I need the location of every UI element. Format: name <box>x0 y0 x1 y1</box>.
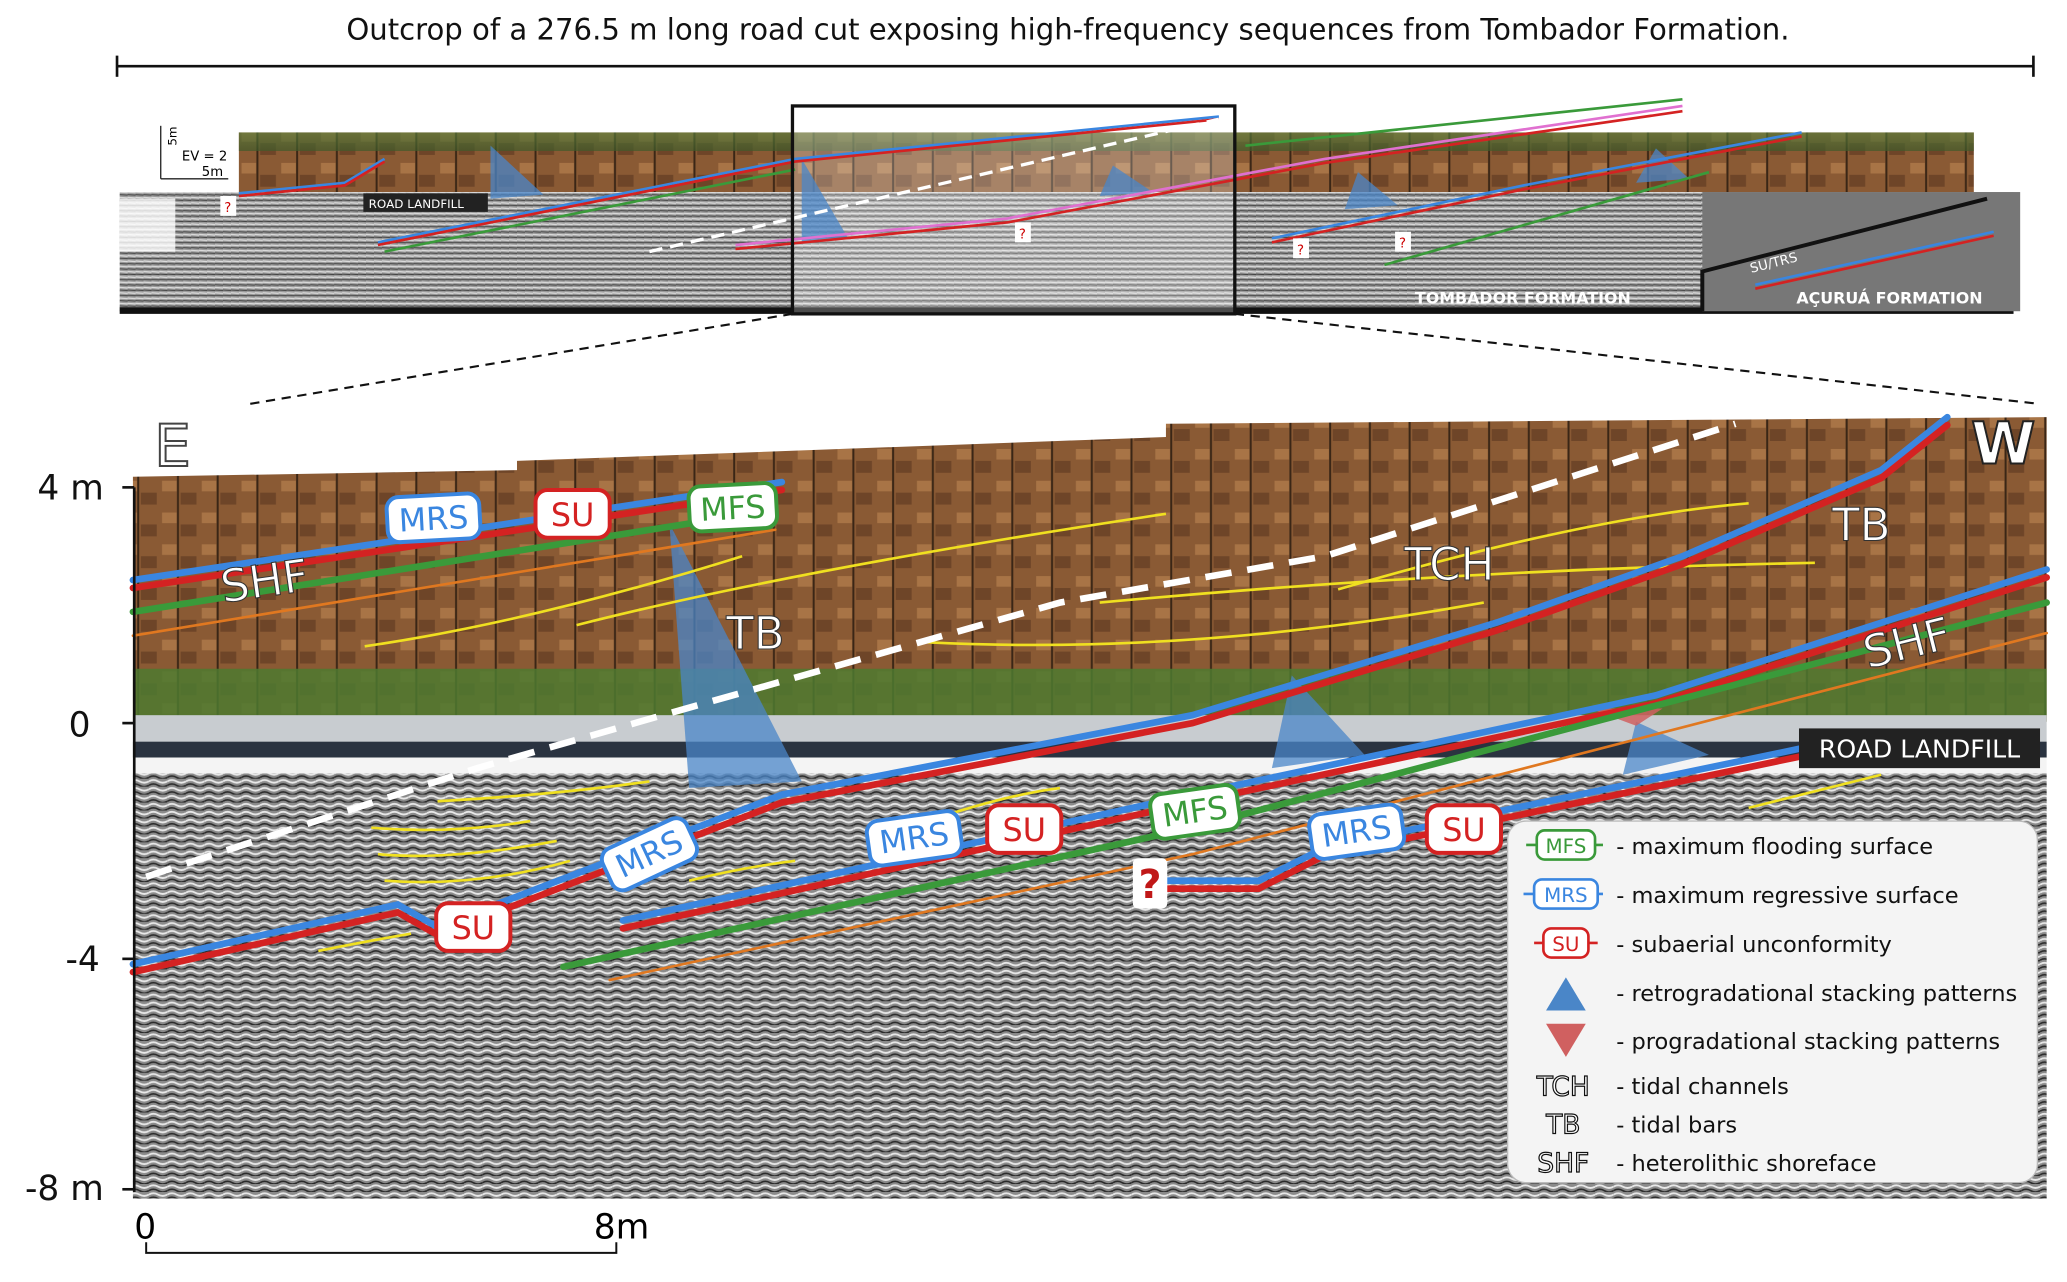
svg-text:SU: SU <box>1442 813 1485 849</box>
road-landfill-label: ROAD LANDFILL <box>1819 735 2020 764</box>
legend-item-mfs: MFS - maximum flooding surface <box>1526 829 1933 861</box>
svg-text:- heterolithic shoreface: - heterolithic shoreface <box>1616 1151 1876 1177</box>
svg-text:MRS: MRS <box>1544 884 1588 907</box>
y-tick-minus4: -4 <box>65 940 99 980</box>
overview-panel: 5m EV = 2 5m ROAD LANDFILL TOMBADOR FORM… <box>119 98 2041 405</box>
y-tick-minus8: -8 m <box>25 1169 104 1209</box>
svg-text:- tidal bars: - tidal bars <box>1616 1112 1737 1138</box>
legend-item-su: SU - subaerial unconformity <box>1534 927 1892 959</box>
legend-item-tch: TCH - tidal channels <box>1535 1071 1789 1103</box>
svg-text:?: ? <box>224 201 231 216</box>
svg-text:5m: 5m <box>202 165 223 180</box>
surface-labels: MRS SU MFS MRS SU MRS SU MFS MRS SU <box>384 481 1503 953</box>
overview-scale: 5m EV = 2 5m <box>160 125 229 180</box>
y-tick-4: 4 m <box>37 468 103 508</box>
legend-item-retrogradational: - retrogradational stacking patterns <box>1546 977 2017 1011</box>
facies-tb-right: TB <box>1831 498 1890 551</box>
y-tick-0: 0 <box>69 705 91 745</box>
legend-item-mrs: MRS - maximum regressive surface <box>1523 878 1959 910</box>
svg-text:SU: SU <box>1003 813 1046 849</box>
svg-text:SU: SU <box>551 498 594 534</box>
svg-text:TOMBADOR FORMATION: TOMBADOR FORMATION <box>1415 288 1631 307</box>
zoom-box <box>790 104 1237 316</box>
west-label: W <box>1971 410 2035 478</box>
horizontal-scale-bar: 0 8m <box>134 1207 649 1254</box>
overview-road-landfill: ROAD LANDFILL <box>369 197 465 211</box>
svg-text:SU: SU <box>452 911 495 947</box>
east-label: E <box>154 412 191 480</box>
svg-text:- maximum regressive surface: - maximum regressive surface <box>1616 883 1958 909</box>
figure-title: Outcrop of a 276.5 m long road cut expos… <box>346 13 1789 47</box>
question-mark: ? <box>1139 862 1162 908</box>
svg-text:5m: 5m <box>166 126 180 145</box>
svg-text:TB: TB <box>1545 1110 1580 1141</box>
svg-text:SHF: SHF <box>1537 1148 1589 1179</box>
length-bar <box>115 55 2035 77</box>
legend-item-shf: SHF - heterolithic shoreface <box>1537 1147 1877 1179</box>
legend-item-progradational: - progradational stacking patterns <box>1546 1023 2000 1057</box>
svg-text:TCH: TCH <box>1536 1071 1590 1102</box>
overview-question-marks: ? ? ? ? <box>220 196 1411 258</box>
svg-text:0: 0 <box>134 1207 156 1247</box>
svg-text:MRS: MRS <box>398 500 469 540</box>
svg-text:?: ? <box>1019 227 1026 242</box>
svg-text:?: ? <box>1297 243 1304 258</box>
legend: MFS - maximum flooding surface MRS - maxim… <box>1506 820 2039 1184</box>
svg-text:MFS: MFS <box>1160 790 1230 835</box>
triangle-down-icon <box>1546 1023 1586 1057</box>
facies-shf-left: SHF <box>217 549 312 614</box>
facies-tch: TCH <box>1403 538 1494 591</box>
legend-item-tb: TB - tidal bars <box>1544 1109 1737 1141</box>
svg-text:EV = 2: EV = 2 <box>182 149 227 164</box>
svg-text:- retrogradational stacking pa: - retrogradational stacking patterns <box>1616 981 2017 1007</box>
triangle-up-icon <box>1546 977 1586 1011</box>
facies-tb-mid: TB <box>725 607 784 660</box>
svg-text:- subaerial unconformity: - subaerial unconformity <box>1616 932 1892 958</box>
svg-text:AÇURUÁ FORMATION: AÇURUÁ FORMATION <box>1796 288 1982 307</box>
svg-text:- progradational stacking patt: - progradational stacking patterns <box>1616 1029 2000 1055</box>
svg-text:8m: 8m <box>594 1207 649 1247</box>
svg-text:?: ? <box>1399 237 1406 252</box>
svg-text:MFS: MFS <box>1545 835 1586 858</box>
svg-text:MFS: MFS <box>699 489 766 528</box>
svg-text:- tidal channels: - tidal channels <box>1616 1074 1789 1100</box>
svg-text:SU: SU <box>1552 933 1579 956</box>
svg-text:- maximum flooding surface: - maximum flooding surface <box>1616 834 1933 860</box>
depth-axis <box>122 486 136 1192</box>
